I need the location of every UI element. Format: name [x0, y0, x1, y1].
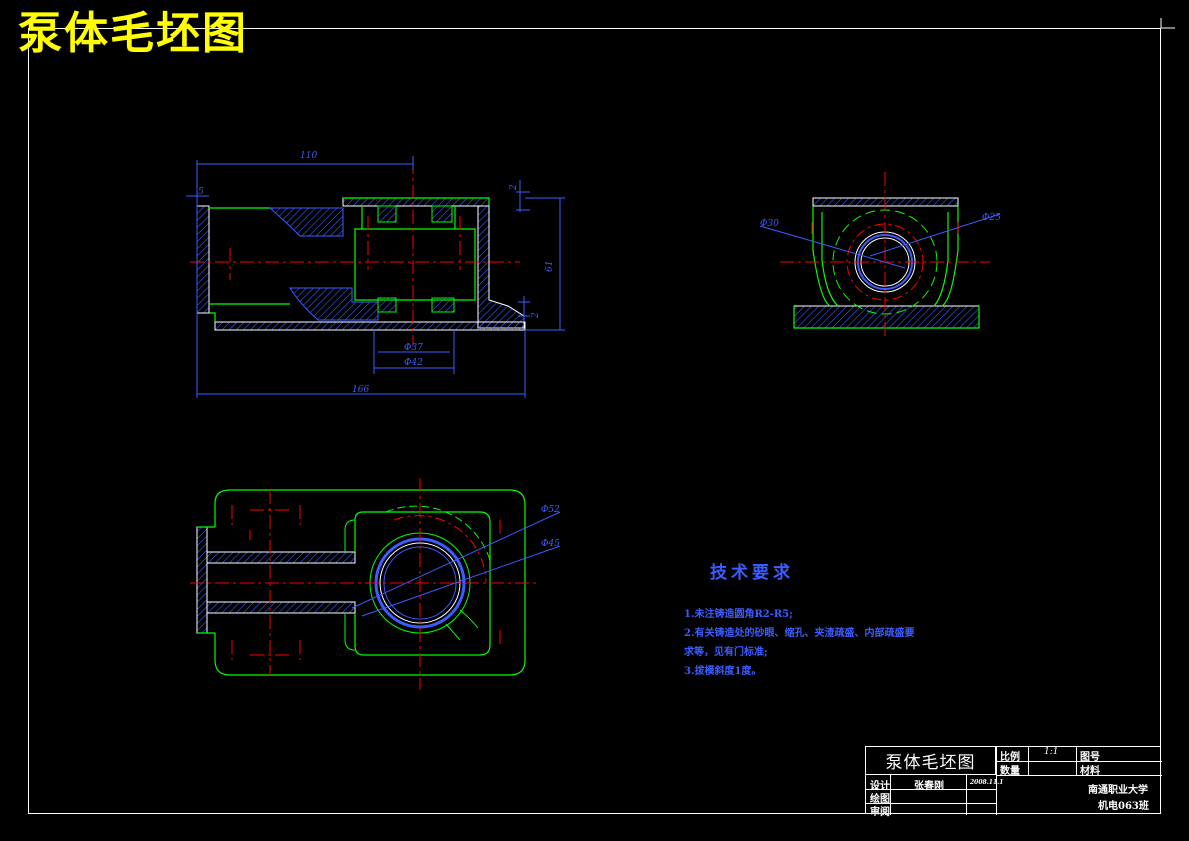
class-name: 机电063班	[1098, 801, 1149, 812]
side-view: Φ30 Φ25	[759, 172, 1001, 340]
dim-2-top: 2	[509, 184, 519, 191]
design-date: 2008.11.1	[970, 779, 1004, 786]
dim-phi52: Φ52	[541, 505, 560, 515]
dim-phi42: Φ42	[404, 358, 423, 368]
top-view: Φ52 Φ45	[190, 478, 561, 690]
dim-166: 166	[352, 385, 369, 395]
quantity-label: 数量	[1000, 766, 1020, 777]
dim-phi25: Φ25	[982, 213, 1001, 223]
title-block-drawing-name: 泵体毛坯图	[866, 747, 996, 775]
tech-line-4: 3.拔模斜度1度。	[684, 666, 762, 677]
draw-label: 绘图	[870, 794, 890, 805]
dim-phi30: Φ30	[760, 219, 779, 229]
corner-mark	[1160, 18, 1175, 29]
tech-line-3: 求等，见有门标准;	[684, 647, 768, 658]
dim-phi45: Φ45	[541, 539, 560, 549]
sheet-title: 泵体毛坯图	[18, 8, 248, 59]
design-label: 设计	[870, 781, 890, 792]
drawing-frame	[28, 28, 1161, 814]
dim-110: 110	[300, 151, 317, 161]
dim-5: 5	[198, 187, 204, 197]
scale-label: 比例	[1000, 752, 1020, 763]
dim-61: 61	[545, 261, 555, 272]
school-name: 南通职业大学	[1088, 785, 1148, 796]
designer-name: 张春刚	[914, 781, 944, 792]
drawing-no-label: 图号	[1080, 752, 1100, 763]
dim-phi37: Φ37	[404, 343, 423, 353]
review-label: 审阅	[870, 807, 890, 818]
technical-requirements: 技术要求 1.未注铸造圆角R2-R5; 2.有关铸造处的砂眼、缩孔、夹渣疏盛、内…	[684, 558, 914, 681]
front-section-view: 110 5 2 61 2 Φ37 Φ42 166	[186, 151, 565, 398]
tech-line-2: 2.有关铸造处的砂眼、缩孔、夹渣疏盛、内部疏盛要	[684, 628, 915, 639]
title-block: 泵体毛坯图 比例 1:1 数量 图号 材料 设计 张春刚 2008.11.1 绘…	[865, 746, 1162, 818]
dim-2-bottom: 2	[531, 312, 541, 319]
scale-value: 1:1	[1044, 747, 1059, 757]
tech-line-1: 1.未注铸造圆角R2-R5;	[684, 609, 793, 620]
material-label: 材料	[1080, 766, 1100, 777]
tech-heading: 技术要求	[710, 563, 794, 583]
